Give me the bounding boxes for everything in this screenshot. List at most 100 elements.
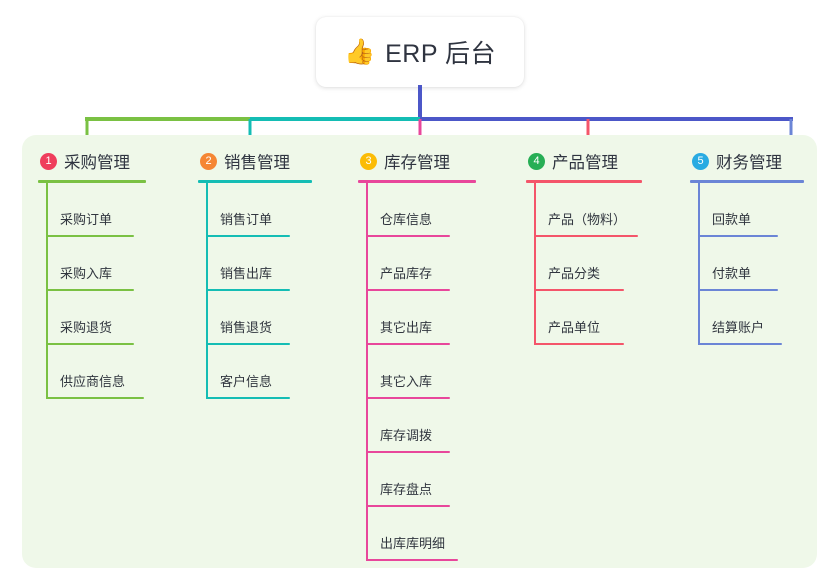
column-items: 回款单付款单结算账户	[690, 183, 804, 345]
root-node-card[interactable]: 👍 ERP 后台	[316, 17, 524, 87]
column-number-badge: 5	[692, 152, 709, 170]
list-item[interactable]: 产品单位	[526, 291, 642, 345]
list-item[interactable]: 采购退货	[38, 291, 146, 345]
list-item-label: 销售订单	[220, 212, 273, 227]
column-header-4[interactable]: 4 产品管理	[526, 148, 642, 174]
column-items: 产品（物料） 产品分类产品单位	[526, 183, 642, 345]
list-item[interactable]: 产品库存	[358, 237, 476, 291]
list-item-label: 其它入库	[380, 374, 433, 389]
column-number-badge: 1	[40, 152, 57, 170]
list-item-underline	[366, 235, 450, 237]
list-item[interactable]: 付款单	[690, 237, 804, 291]
column-underline	[198, 180, 312, 183]
list-item[interactable]: 库存盘点	[358, 453, 476, 507]
column-header-2[interactable]: 2 销售管理	[198, 148, 312, 174]
column-header-1[interactable]: 1 采购管理	[38, 148, 146, 174]
column-title: 财务管理	[716, 154, 782, 172]
column-2: 2 销售管理销售订单销售出库销售退货客户信息	[198, 148, 312, 399]
diagram-panel	[22, 135, 817, 568]
list-item-underline	[534, 235, 638, 237]
column-spine	[206, 183, 208, 399]
list-item-underline	[534, 343, 624, 345]
list-item[interactable]: 仓库信息	[358, 183, 476, 237]
column-title: 采购管理	[64, 154, 130, 172]
thumbs-up-icon: 👍	[343, 37, 376, 66]
list-item[interactable]: 客户信息	[198, 345, 312, 399]
list-item[interactable]: 供应商信息	[38, 345, 146, 399]
list-item-label: 采购退货	[60, 320, 113, 335]
column-items: 销售订单销售出库销售退货客户信息	[198, 183, 312, 399]
list-item-underline	[366, 289, 450, 291]
list-item-label: 回款单	[712, 212, 752, 227]
list-item-label: 产品分类	[548, 266, 601, 281]
column-number-badge: 3	[360, 152, 377, 170]
list-item[interactable]: 采购订单	[38, 183, 146, 237]
list-item-label: 其它出库	[380, 320, 433, 335]
list-item-label: 结算账户	[712, 320, 765, 335]
list-item[interactable]: 采购入库	[38, 237, 146, 291]
column-4: 4 产品管理产品（物料） 产品分类产品单位	[526, 148, 642, 345]
list-item-underline	[366, 397, 450, 399]
column-title: 库存管理	[384, 154, 450, 172]
list-item[interactable]: 销售订单	[198, 183, 312, 237]
column-underline	[690, 180, 804, 183]
list-item-underline	[698, 343, 782, 345]
list-item[interactable]: 其它出库	[358, 291, 476, 345]
list-item-underline	[206, 343, 290, 345]
list-item-label: 客户信息	[220, 374, 273, 389]
column-title: 产品管理	[552, 154, 618, 172]
list-item[interactable]: 产品分类	[526, 237, 642, 291]
column-title: 销售管理	[224, 154, 290, 172]
list-item[interactable]: 库存调拨	[358, 399, 476, 453]
column-header-5[interactable]: 5 财务管理	[690, 148, 804, 174]
column-number-badge: 4	[528, 152, 545, 170]
list-item[interactable]: 出库库明细	[358, 507, 476, 561]
list-item-label: 产品库存	[380, 266, 433, 281]
column-1: 1 采购管理采购订单采购入库采购退货供应商信息	[38, 148, 146, 399]
list-item-label: 库存盘点	[380, 482, 433, 497]
list-item[interactable]: 产品（物料）	[526, 183, 642, 237]
column-spine	[534, 183, 536, 345]
list-item-label: 销售出库	[220, 266, 273, 281]
column-5: 5 财务管理回款单付款单结算账户	[690, 148, 804, 345]
column-header-3[interactable]: 3 库存管理	[358, 148, 476, 174]
list-item-label: 产品单位	[548, 320, 601, 335]
list-item-underline	[206, 397, 290, 399]
list-item-underline	[46, 397, 144, 399]
root-node-title: ERP 后台	[385, 40, 497, 68]
list-item[interactable]: 销售退货	[198, 291, 312, 345]
list-item-underline	[534, 289, 624, 291]
list-item[interactable]: 销售出库	[198, 237, 312, 291]
list-item-label: 付款单	[712, 266, 752, 281]
list-item-label: 供应商信息	[60, 374, 126, 389]
list-item-label: 仓库信息	[380, 212, 433, 227]
column-underline	[358, 180, 476, 183]
list-item-label: 采购入库	[60, 266, 113, 281]
list-item-label: 库存调拨	[380, 428, 433, 443]
list-item-label: 销售退货	[220, 320, 273, 335]
list-item-underline	[366, 343, 450, 345]
list-item[interactable]: 结算账户	[690, 291, 804, 345]
list-item-underline	[46, 343, 134, 345]
list-item-underline	[206, 235, 290, 237]
list-item-underline	[366, 451, 450, 453]
column-underline	[38, 180, 146, 183]
column-3: 3 库存管理仓库信息产品库存其它出库其它入库库存调拨库存盘点出库库明细	[358, 148, 476, 561]
list-item-label: 产品（物料）	[548, 212, 627, 227]
list-item-underline	[698, 235, 778, 237]
list-item-underline	[366, 505, 450, 507]
list-item-underline	[698, 289, 778, 291]
column-spine	[46, 183, 48, 399]
list-item-underline	[46, 235, 134, 237]
column-underline	[526, 180, 642, 183]
column-spine	[698, 183, 700, 345]
list-item-label: 采购订单	[60, 212, 113, 227]
list-item-label: 出库库明细	[380, 536, 446, 551]
column-number-badge: 2	[200, 152, 217, 170]
column-items: 仓库信息产品库存其它出库其它入库库存调拨库存盘点出库库明细	[358, 183, 476, 561]
list-item-underline	[46, 289, 134, 291]
list-item-underline	[366, 559, 458, 561]
list-item[interactable]: 回款单	[690, 183, 804, 237]
list-item-underline	[206, 289, 290, 291]
list-item[interactable]: 其它入库	[358, 345, 476, 399]
